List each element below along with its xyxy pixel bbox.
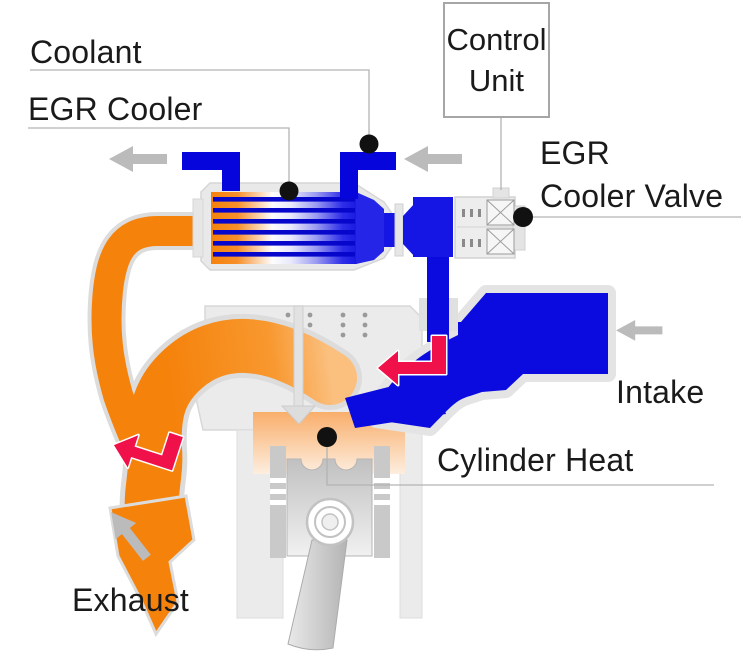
valve-solenoid-symbols — [486, 199, 515, 255]
connecting-rod — [287, 539, 348, 651]
egr-down-pipe — [427, 250, 449, 342]
cooler-tubes — [213, 197, 355, 257]
egr-flow-arrows — [112, 334, 448, 472]
wrist-pin — [305, 497, 355, 547]
callout-markers — [279, 134, 533, 447]
cooler-flange-left — [192, 198, 204, 258]
egr-cooler-marker-dot — [279, 181, 299, 201]
control-unit-label-line1: Control — [446, 22, 547, 57]
pipe-collar-right — [449, 298, 458, 331]
cylinder-heat-marker-dot — [317, 427, 337, 447]
egr-cooler-label: EGR Cooler — [28, 91, 203, 127]
coolant-callout-line — [30, 69, 370, 135]
outlet-flange — [394, 203, 404, 257]
coolant-pipe-out — [182, 152, 240, 191]
control-unit-label-line2: Unit — [468, 63, 525, 98]
coolant-marker-dot — [359, 134, 379, 154]
intake-label: Intake — [616, 374, 705, 410]
egr-cooler-valve-label-line1: EGR — [540, 135, 610, 171]
valve-inlet-chamber — [413, 197, 453, 257]
egr-cooler-valve-label-line2: Cooler Valve — [540, 178, 724, 214]
intake-egr-flow-arrow — [376, 334, 448, 387]
coolant-in-arrow — [404, 146, 462, 172]
intake-direction-arrow — [616, 320, 663, 341]
egr-cooler-callout-line — [28, 127, 290, 182]
egr-cooler — [180, 152, 453, 271]
exhaust-passage — [87, 212, 362, 638]
coolant-label: Coolant — [30, 34, 142, 70]
valve-marker-dot — [513, 207, 533, 227]
callout-lines — [28, 69, 741, 486]
egr-cooler-valve-label: EGR Cooler Valve — [540, 132, 723, 218]
cylinder-heat-callout-line — [326, 445, 714, 486]
cylinder-heat-label: Cylinder Heat — [437, 442, 634, 478]
coolant-pipe-in — [340, 152, 396, 199]
cooler-outlet-cone — [356, 192, 384, 264]
intake-runner — [345, 250, 616, 436]
exhaust-egr-flow-arrow — [112, 431, 185, 472]
egr-cooler-valve — [454, 187, 526, 259]
exhaust-manifold-pipe — [124, 319, 357, 542]
egr-riser-pipe — [91, 216, 205, 476]
pipe-collar-left — [419, 298, 427, 331]
engine-valve — [280, 305, 317, 425]
coolant-out-arrow — [109, 146, 167, 172]
exhaust-label: Exhaust — [72, 582, 190, 618]
control-unit-box: Control Unit — [443, 2, 550, 118]
intake-port-throat — [345, 376, 446, 428]
cylinder-assembly — [270, 446, 390, 651]
